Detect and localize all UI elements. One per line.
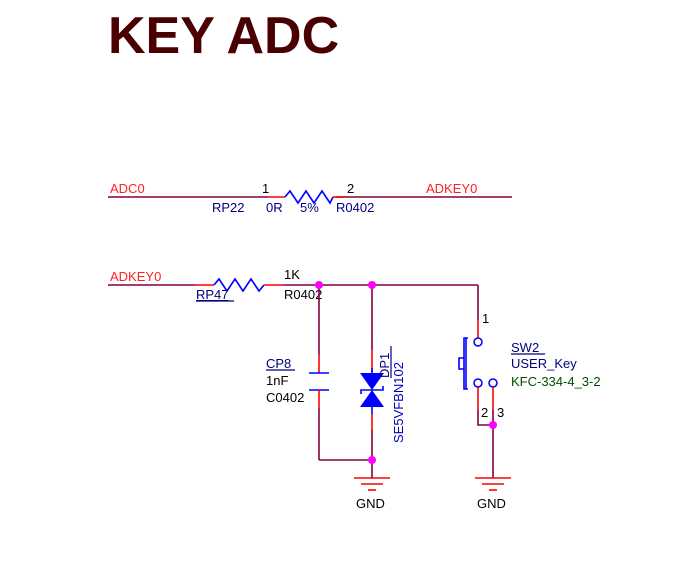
sw2-pin1-number: 1 [482, 311, 489, 326]
rp22-zigzag [284, 189, 334, 205]
cp8-designator: CP8 [266, 356, 291, 371]
sw2-contact-1 [473, 337, 483, 347]
sw2-contact-2 [473, 378, 483, 388]
junction-gnd1 [368, 456, 376, 464]
gnd-symbol-2 [475, 477, 511, 491]
net-label-adc0: ADC0 [110, 181, 145, 196]
dp1-bar [360, 386, 384, 394]
diode-dp1[interactable] [360, 350, 384, 430]
junction-sw2 [489, 421, 497, 429]
sw2-contact-3 [488, 378, 498, 388]
sw2-designator: SW2 [511, 340, 539, 355]
net-label-adkey0-left: ADKEY0 [110, 269, 161, 284]
dp1-designator: DP1 [377, 353, 392, 378]
cp8-footprint: C0402 [266, 390, 304, 405]
dp1-part-number: SE5VFBN102 [391, 362, 406, 443]
dp1-triangle-bottom [360, 390, 384, 407]
rp47-value: 1K [284, 267, 300, 282]
wire-sw2-pin2[interactable] [477, 410, 493, 426]
gnd-label-2: GND [477, 496, 506, 511]
rp22-designator: RP22 [212, 200, 245, 215]
cp8-value: 1nF [266, 373, 288, 388]
sw2-pin2-number: 2 [481, 405, 488, 420]
junction-dp1 [368, 281, 376, 289]
switch-sw2[interactable] [458, 320, 498, 410]
capacitor-cp8[interactable] [309, 355, 329, 408]
junction-cp8 [315, 281, 323, 289]
schematic-title: KEY ADC [108, 7, 340, 65]
rp22-pin2-number: 2 [347, 181, 354, 196]
sw2-value: USER_Key [511, 356, 577, 371]
sw2-footprint: KFC-334-4_3-2 [511, 374, 601, 389]
rp22-footprint: R0402 [336, 200, 374, 215]
rp47-footprint: R0402 [284, 287, 322, 302]
sw2-pin3-number: 3 [497, 405, 504, 420]
rp47-designator: RP47 [196, 287, 229, 302]
rp22-pin1-number: 1 [262, 181, 269, 196]
dp1-triangle-top [360, 373, 384, 390]
rp47-zigzag [213, 277, 265, 293]
sw2-plunger [458, 357, 464, 370]
net-label-adkey0-top: ADKEY0 [426, 181, 477, 196]
rp22-value: 0R [266, 200, 283, 215]
rp22-tolerance: 5% [300, 200, 319, 215]
resistor-rp22[interactable] [268, 189, 345, 205]
gnd-label-1: GND [356, 496, 385, 511]
resistor-rp47[interactable] [195, 277, 284, 293]
gnd-symbol-1 [354, 477, 390, 491]
